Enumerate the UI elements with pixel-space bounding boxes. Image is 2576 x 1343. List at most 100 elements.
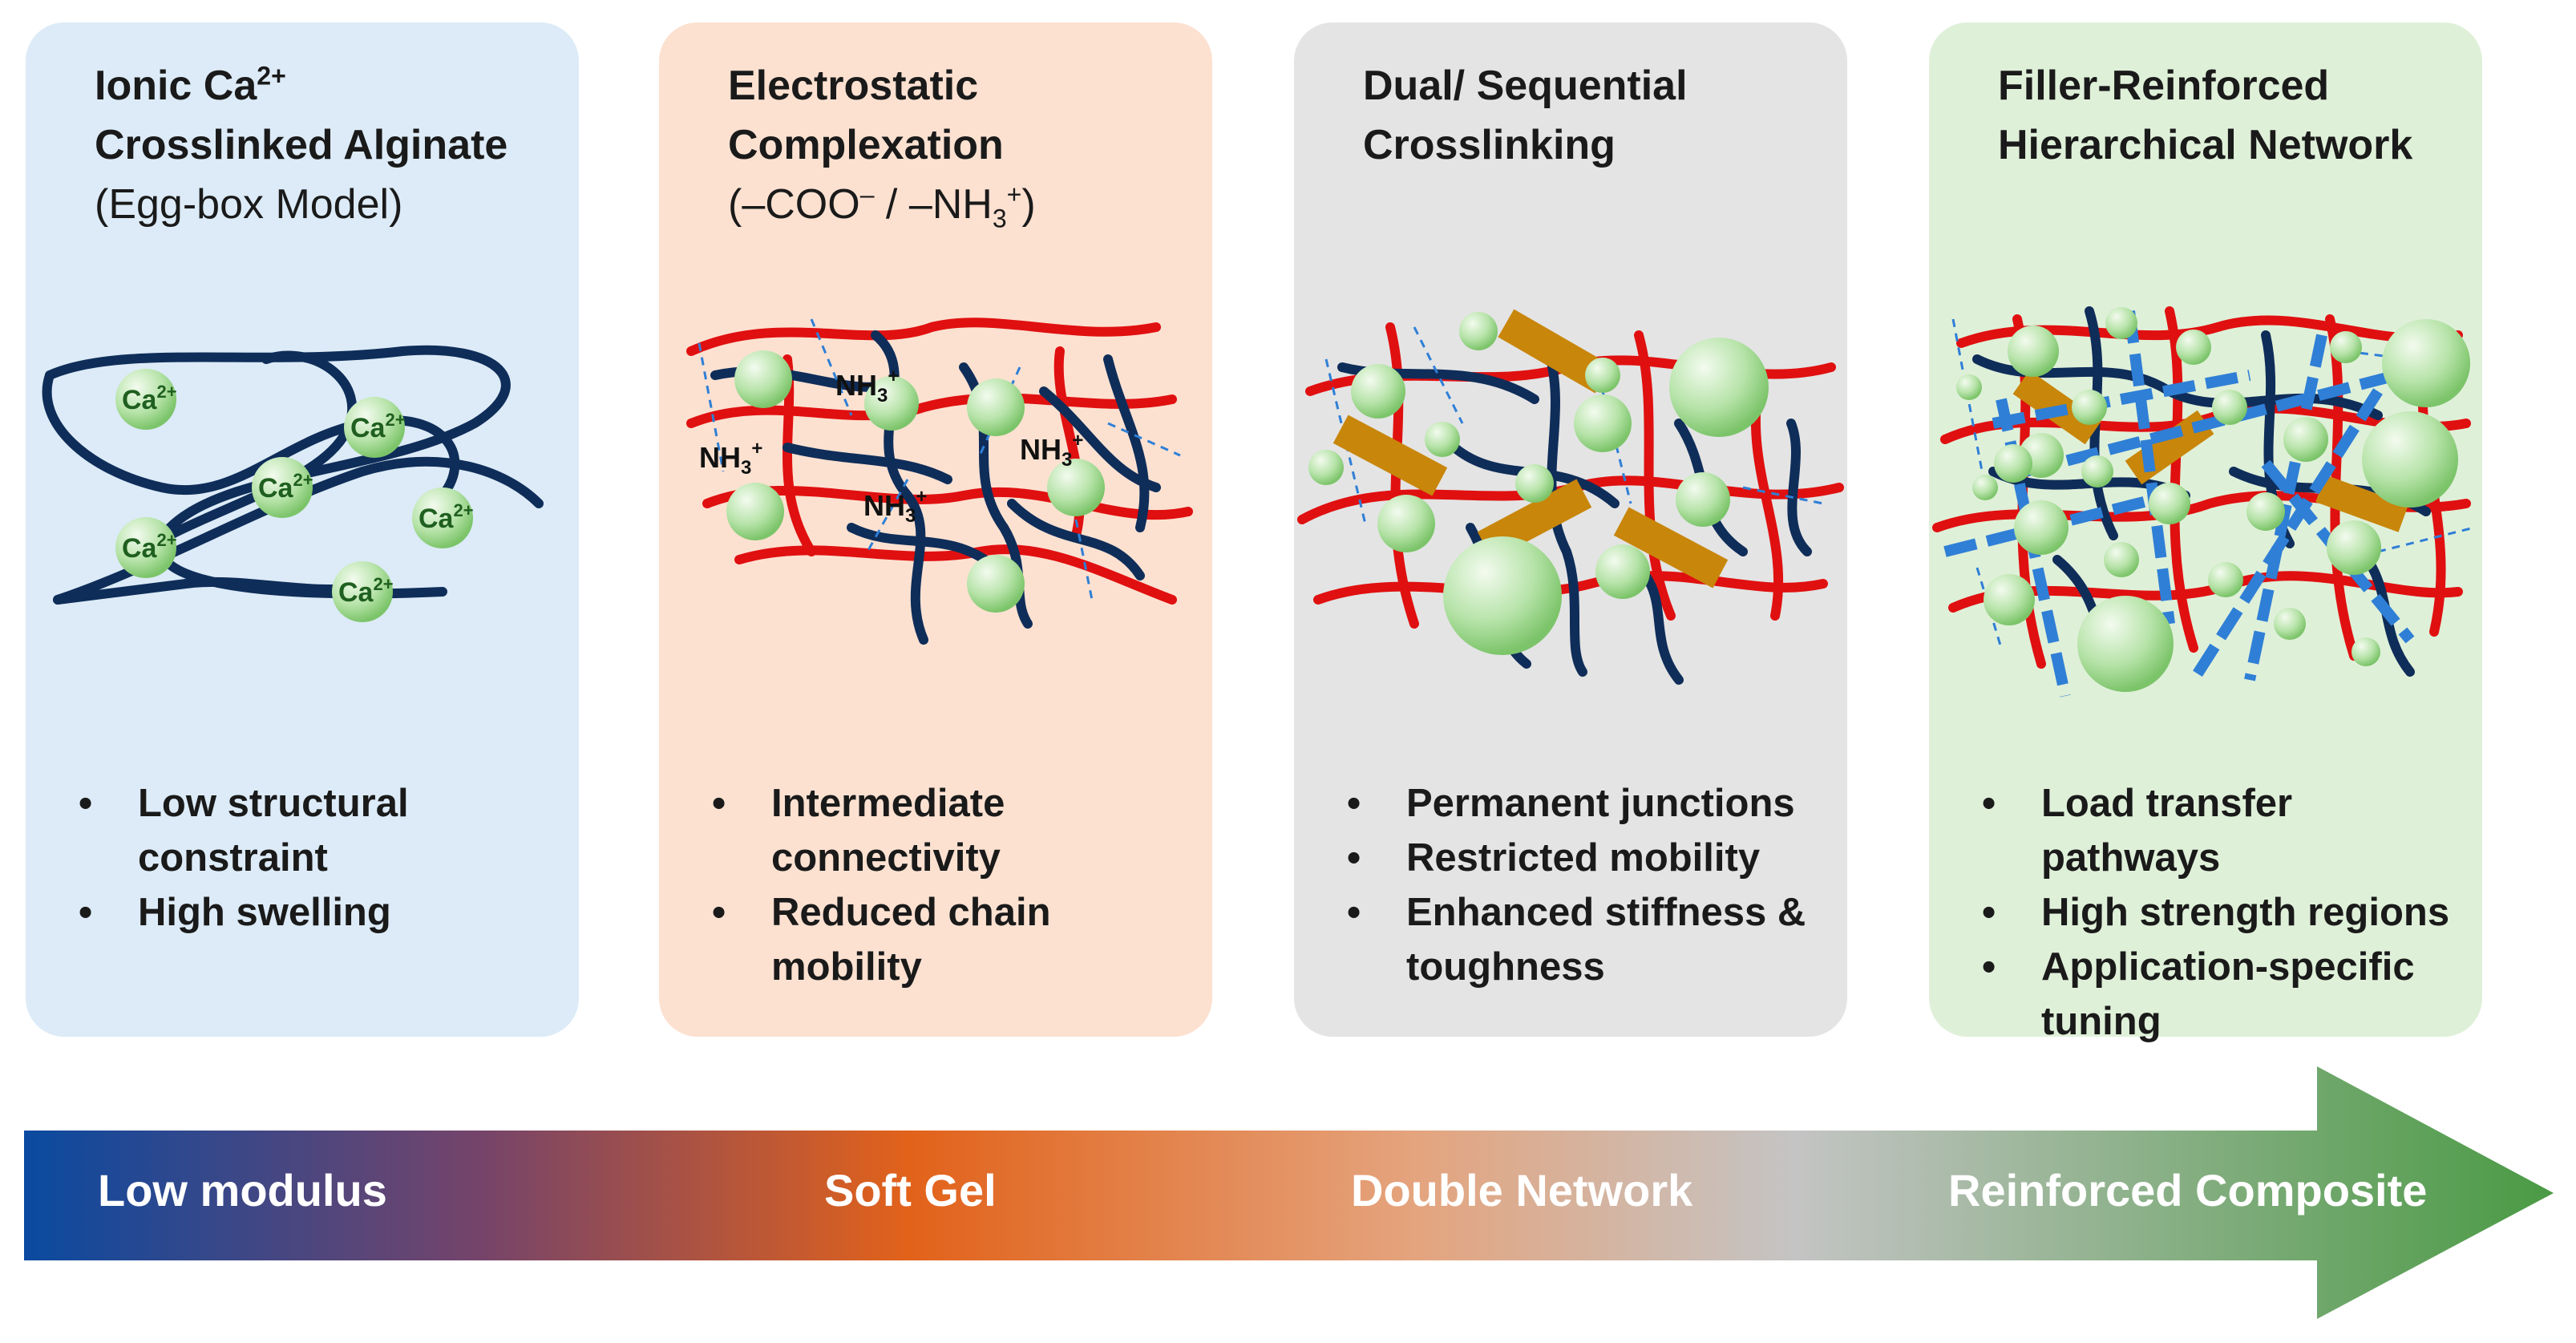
bead xyxy=(2081,455,2113,487)
bead xyxy=(1595,544,1650,599)
bullet-text: Load transfer pathways xyxy=(2041,782,2293,880)
bullet-list: • Low structural constraint • High swellin… xyxy=(50,776,563,940)
title-superscript: 2+ xyxy=(257,61,286,91)
calcium-ion xyxy=(412,487,473,548)
bead xyxy=(1972,475,1998,500)
polyelectrolyte-complex-illustration: NH3+ NH3+ NH3+ NH3+ xyxy=(686,318,1193,645)
ion-label: Ca xyxy=(258,473,294,504)
bullet-item: • High swelling xyxy=(50,885,563,940)
hierarchical-network-illustration xyxy=(1932,306,2475,698)
bead xyxy=(2212,390,2247,425)
bead xyxy=(1994,444,2032,483)
bead xyxy=(2352,637,2380,666)
bead xyxy=(1443,536,1562,655)
bead xyxy=(2105,307,2137,339)
calcium-ion xyxy=(115,369,176,430)
bullet-icon: • xyxy=(79,891,93,934)
bullet-icon: • xyxy=(79,782,93,825)
stage-label-low-modulus: Low modulus xyxy=(98,1165,387,1216)
bullet-text: Restricted mobility xyxy=(1406,836,1761,880)
filler-beads xyxy=(1956,307,2470,692)
group-label: NH xyxy=(863,489,905,522)
calcium-ions: Ca2+ Ca2+ Ca2+ Ca2+ Ca2+ Ca2+ xyxy=(115,369,474,622)
bullet-icon: • xyxy=(1347,891,1361,934)
svg-text:NH3+: NH3+ xyxy=(835,366,899,407)
bullet-item: •Intermediate connectivity xyxy=(683,776,1196,885)
panel-title: Ionic Ca2+ Crosslinked Alginate (Egg-box… xyxy=(95,56,555,234)
bead xyxy=(1425,422,1460,457)
bullet-text: Reduced chain mobility xyxy=(771,891,1051,989)
bead xyxy=(2330,331,2362,363)
ion-label: Ca xyxy=(350,413,386,443)
bead xyxy=(2283,417,2328,462)
bead xyxy=(1515,464,1554,503)
bullet-text: Low structural constraint xyxy=(138,782,409,880)
bullet-icon: • xyxy=(1347,836,1361,880)
group-label: NH xyxy=(1020,433,1062,466)
bullet-item: • Enhanced stiffness & toughness xyxy=(1318,885,1831,994)
ion-label: Ca xyxy=(122,385,158,415)
bead xyxy=(2176,330,2211,365)
svg-text:Ca2+: Ca2+ xyxy=(338,574,394,608)
title-line: Dual/ Sequential xyxy=(1363,63,1688,109)
bullet-text: Permanent junctions xyxy=(1406,782,1795,825)
bead xyxy=(1984,574,2035,625)
svg-text:Ca2+: Ca2+ xyxy=(122,382,177,415)
bullet-text: High strength regions xyxy=(2041,891,2450,934)
ion-label: Ca xyxy=(338,577,374,608)
group-label: NH xyxy=(835,369,877,402)
bead xyxy=(2327,520,2381,575)
bullet-list: • Load transfer pathways • High strength r… xyxy=(1953,776,2466,1049)
ion-label: Ca xyxy=(419,504,455,534)
ion-charge: 2+ xyxy=(156,530,176,550)
bullet-icon: • xyxy=(712,891,726,934)
bullet-icon: • xyxy=(1982,945,1996,989)
bullet-text: High swelling xyxy=(138,891,391,934)
bullet-item: • Reduced chain mobility xyxy=(683,885,1196,994)
title-line: Complexation xyxy=(728,122,1004,168)
bead xyxy=(2246,492,2285,531)
panel-title: Filler-Reinforced Hierarchical Network xyxy=(1998,56,2458,175)
panel-dual-crosslinking: Dual/ Sequential Crosslinking xyxy=(1294,22,1847,1037)
bead xyxy=(1377,495,1435,552)
bullet-text: Application-specific tuning xyxy=(2041,945,2415,1043)
bead xyxy=(1574,394,1632,452)
bead xyxy=(2014,500,2068,555)
calcium-ion xyxy=(332,561,393,622)
bead xyxy=(967,555,1025,613)
bead xyxy=(2008,326,2059,377)
stage-label-soft-gel: Soft Gel xyxy=(824,1165,997,1216)
ion-charge: 2+ xyxy=(293,470,313,490)
svg-text:NH3+: NH3+ xyxy=(863,486,927,527)
ion-charge: 2+ xyxy=(156,382,176,402)
ion-charge: 2+ xyxy=(385,410,405,430)
stage-label-reinforced-composite: Reinforced Composite xyxy=(1948,1165,2428,1216)
bead xyxy=(2274,608,2306,640)
bead xyxy=(1308,450,1344,485)
bead xyxy=(1459,312,1498,350)
panel-filler-reinforced: Filler-Reinforced Hierarchical Network xyxy=(1929,22,2482,1043)
svg-text:Ca2+: Ca2+ xyxy=(258,470,313,504)
bullet-item: • Application-specific tuning xyxy=(1953,940,2466,1049)
stage-label-double-network: Double Network xyxy=(1351,1165,1693,1216)
bullet-item: •Permanent junctions xyxy=(1318,776,1831,831)
bead xyxy=(1585,358,1620,393)
svg-text:Ca2+: Ca2+ xyxy=(350,410,406,443)
panel-title: Electrostatic Complexation (–COO– / –NH3… xyxy=(728,56,1188,234)
crosslink-bar xyxy=(1613,507,1729,589)
panel-ionic-crosslinking: Ionic Ca2+ Crosslinked Alginate (Egg-box… xyxy=(26,22,579,1037)
panel-title: Dual/ Sequential Crosslinking xyxy=(1363,56,1823,175)
bullet-item: • Load transfer pathways xyxy=(1953,776,2466,885)
bead xyxy=(2077,596,2174,692)
bullet-icon: • xyxy=(1982,782,1996,825)
bullet-item: • Low structural constraint xyxy=(50,776,563,885)
bead xyxy=(864,376,919,431)
bullet-text: Enhanced stiffness & toughness xyxy=(1406,891,1806,989)
svg-text:Ca2+: Ca2+ xyxy=(419,500,474,534)
title-line: Crosslinked Alginate xyxy=(95,122,508,168)
bead xyxy=(2382,319,2470,407)
bead xyxy=(1351,364,1405,419)
ion-charge: 2+ xyxy=(373,574,393,594)
calcium-ion xyxy=(115,517,176,578)
ion-charge: 2+ xyxy=(453,500,473,520)
